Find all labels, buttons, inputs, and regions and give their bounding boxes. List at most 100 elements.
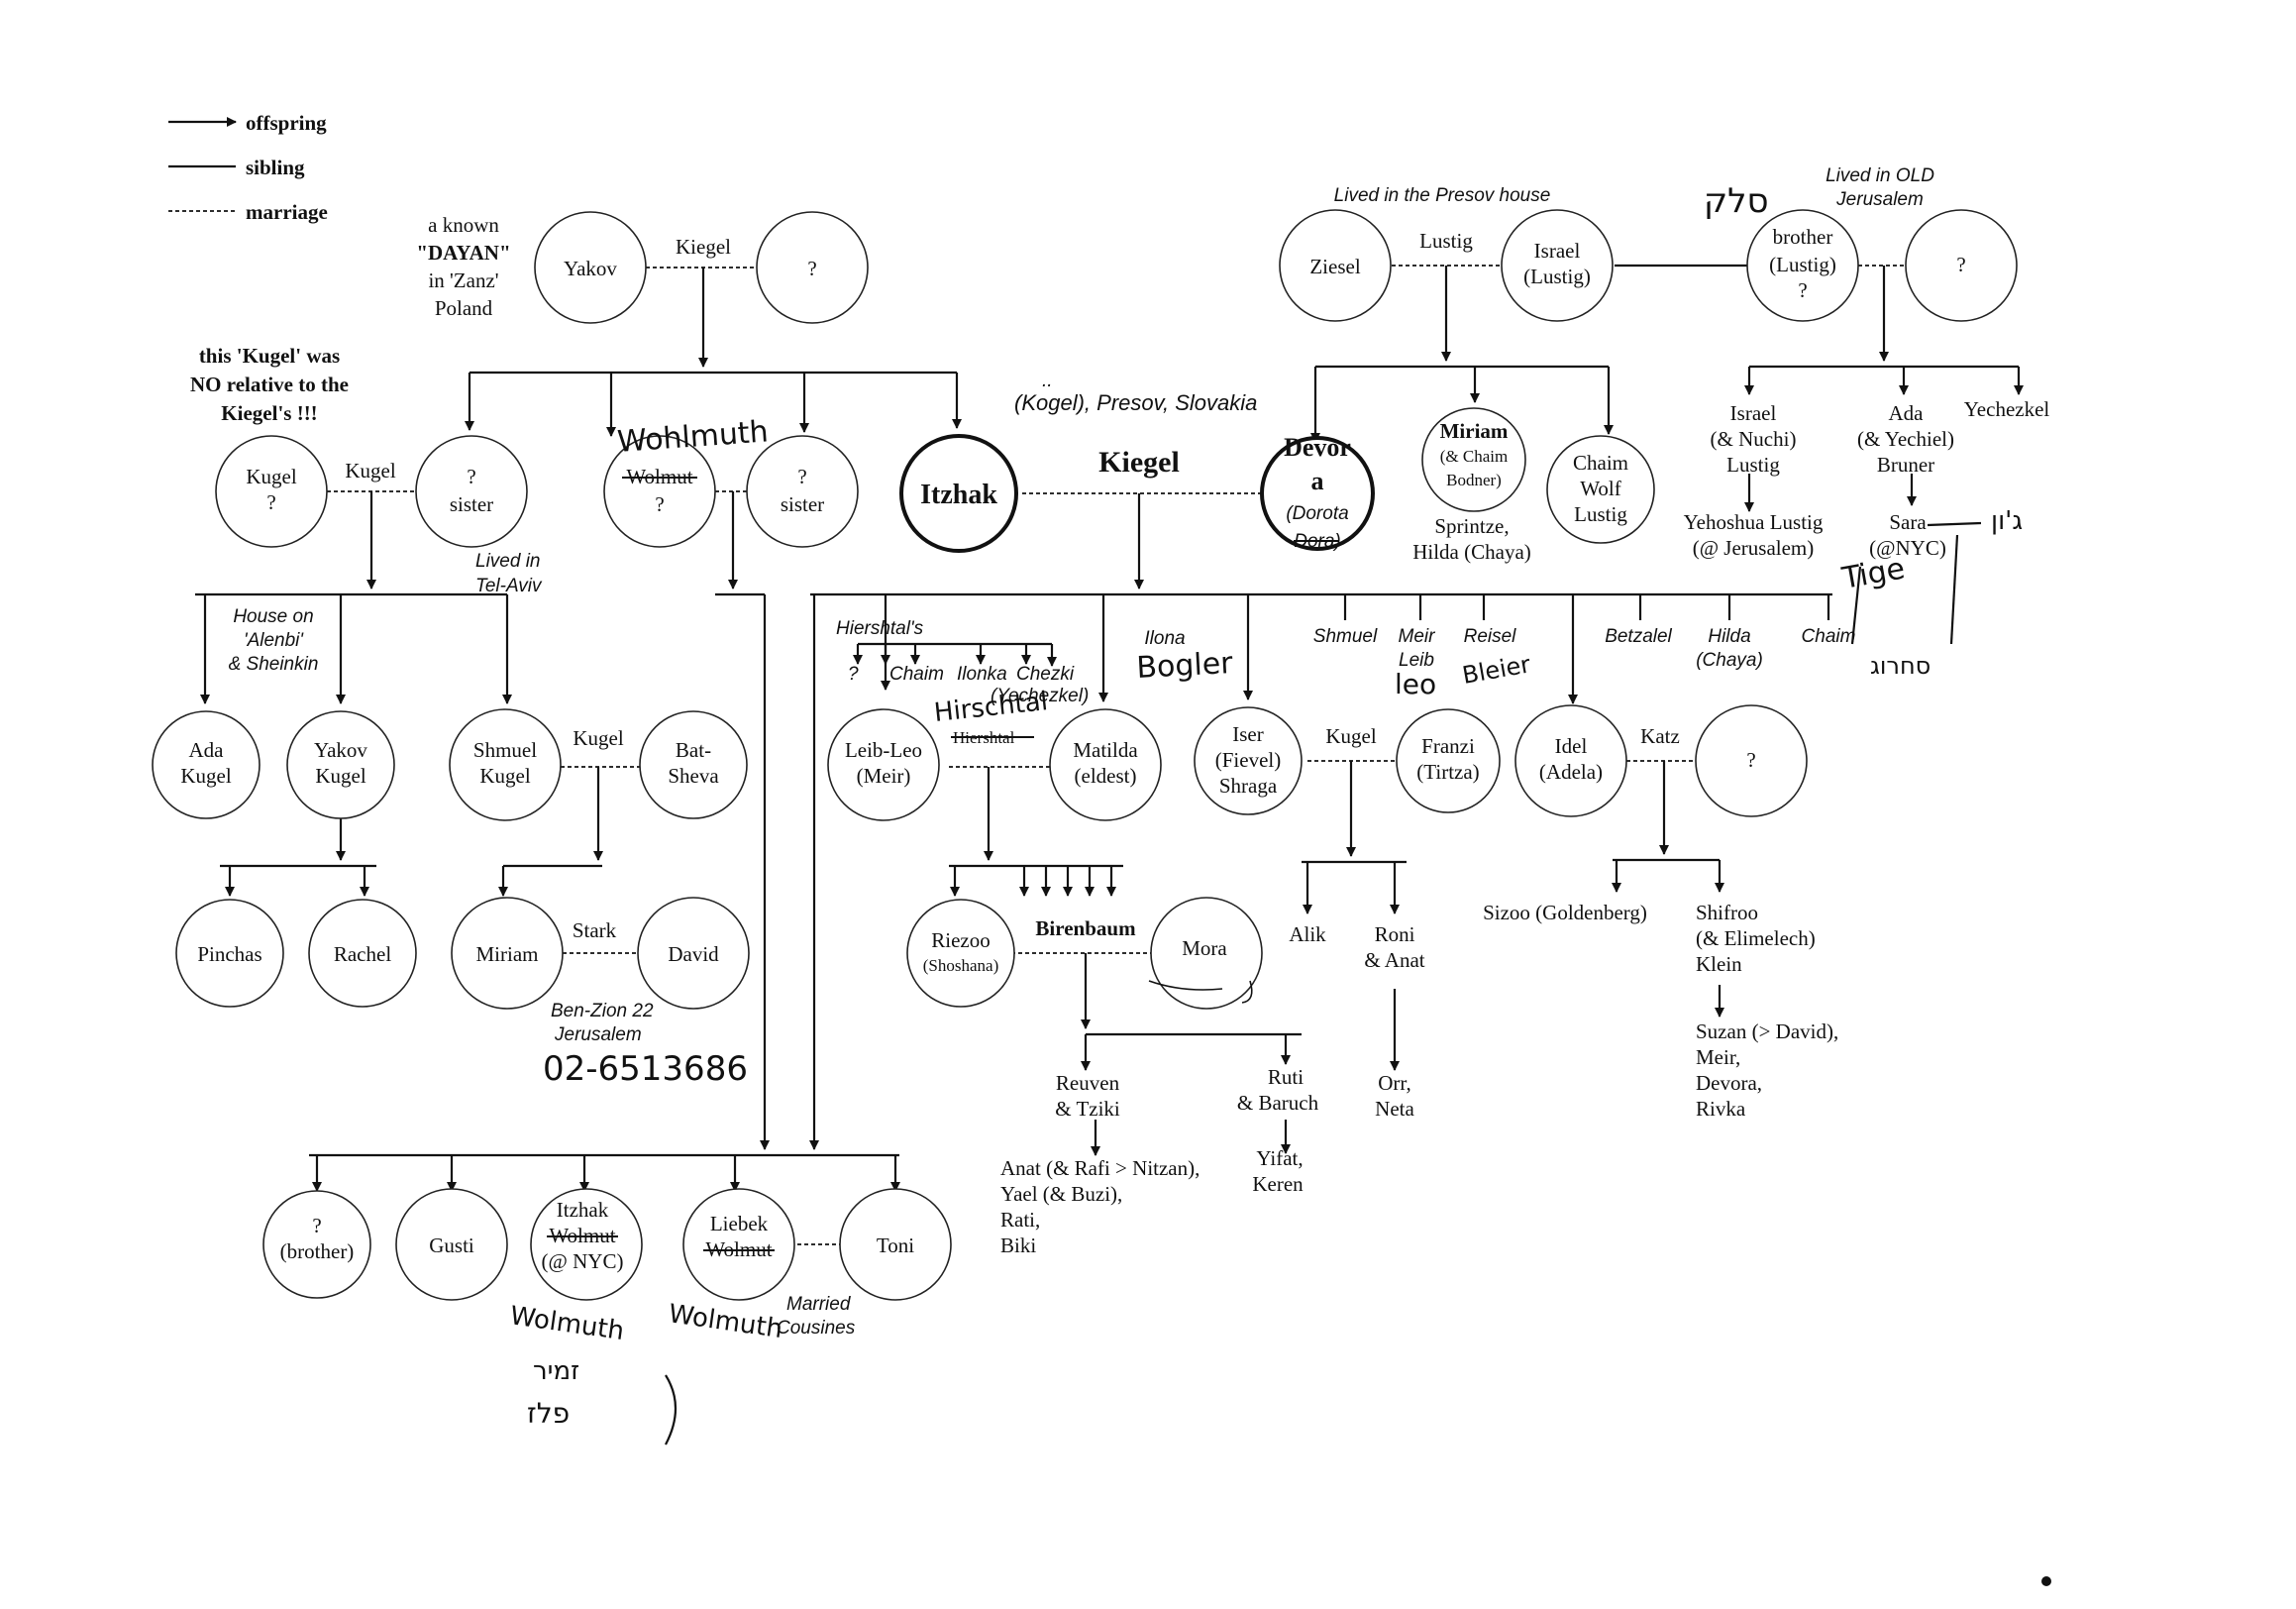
handwriting-wolmuth-a: Wolmuth	[508, 1301, 626, 1346]
label-bat-sheva-line2: Sheva	[668, 764, 719, 788]
note-old-jerusalem-line1: Lived in OLD	[1826, 165, 1934, 186]
node-itzhak-wolmut	[530, 1188, 643, 1301]
label-leib-line1: Leib-Leo	[845, 738, 922, 762]
node-sister-2	[746, 435, 859, 548]
legend-offspring-label: offspring	[246, 111, 327, 135]
legend-marriage-label: marriage	[246, 200, 328, 224]
label-yechezkel: Yechezkel	[1964, 397, 2050, 421]
sibling-meir-line2: Leib	[1399, 650, 1434, 671]
label-david: David	[668, 942, 719, 966]
sibling-chezki-line1: Chezki	[1016, 664, 1075, 685]
label-shifroo-line1: Shifroo	[1696, 901, 1758, 924]
sibling-chaim: Chaim	[1802, 626, 1856, 647]
handwriting-hebrew-sara: ג'ון	[1991, 506, 2023, 536]
surname-kugel-shmuel: Kugel	[573, 726, 623, 750]
handwriting-leo: leo	[1395, 668, 1436, 700]
handwriting-hebrew-bottom-1: זמיר	[533, 1356, 579, 1386]
label-leib-line2: (Meir)	[857, 764, 911, 788]
label-franzi-line1: Franzi	[1421, 734, 1475, 758]
node-yakov-kugel	[286, 710, 395, 819]
label-chaim-line2: Wolf	[1580, 477, 1620, 500]
label-itzhak-wolmut-line1: Itzhak	[557, 1198, 609, 1222]
node-liebek	[682, 1188, 795, 1301]
note-cousins-line2: Cousines	[777, 1318, 856, 1339]
label-mora: Mora	[1182, 936, 1227, 960]
surname-lustig: Lustig	[1419, 229, 1473, 253]
label-brother-line1: brother	[1773, 225, 1833, 249]
label-orr-line2: Neta	[1375, 1097, 1414, 1121]
label-brother-unknown-line2: (brother)	[280, 1239, 355, 1263]
node-itzhak	[899, 434, 1018, 553]
handwriting-hebrew-sara-2: סחרוג	[1870, 652, 1931, 680]
connection-lines	[195, 264, 2024, 1245]
node-david	[637, 897, 750, 1010]
label-anat-line3: Rati,	[1000, 1208, 1040, 1232]
note-kugel-line2: NO relative to the	[190, 373, 349, 396]
handwriting-hebrew-bottom-2: פלז	[527, 1397, 570, 1430]
sibling-chezki-line2: (Yechezkel)	[991, 686, 1089, 706]
label-yehoshua-line2: (@ Jerusalem)	[1693, 536, 1815, 560]
sara-note-dash	[1927, 521, 1982, 527]
label-gusti: Gusti	[429, 1234, 474, 1257]
label-yakov-spouse: ?	[807, 257, 816, 280]
node-miriam-lustig	[1421, 407, 1526, 512]
sibling-reisel: Reisel	[1464, 626, 1517, 647]
node-miriam-stark	[451, 897, 564, 1010]
note-telaviv-line2: Tel-Aviv	[475, 576, 543, 596]
note-cousins-line1: Married	[786, 1294, 852, 1315]
label-shifroo-line2: (& Elimelech)	[1696, 926, 1816, 950]
label-brother-spouse: ?	[1956, 253, 1965, 276]
label-chaim-line1: Chaim	[1573, 451, 1628, 475]
sibling-ilona: Ilona	[1144, 628, 1185, 649]
note-kogel-presov: (Kogel), Presov, Slovakia	[1014, 390, 1257, 415]
label-brother-unknown-line1: ?	[312, 1214, 321, 1237]
note-benzion-line2: Jerusalem	[554, 1024, 642, 1045]
label-sister2-line2: sister	[781, 492, 824, 516]
node-yakov-spouse	[756, 211, 869, 324]
node-idel-spouse	[1695, 704, 1808, 817]
label-yifat-line2: Keren	[1252, 1172, 1304, 1196]
label-israel2-line1: Israel	[1730, 401, 1777, 425]
label-bat-sheva-line1: Bat-	[676, 738, 711, 762]
label-roni-line2: & Anat	[1364, 948, 1424, 972]
label-reuven-line1: Reuven	[1056, 1071, 1120, 1095]
label-riezoo-line2: (Shoshana)	[923, 956, 998, 975]
sibling-betzalel: Betzalel	[1605, 626, 1672, 647]
label-iser-line3: Shraga	[1219, 774, 1278, 798]
label-sara-line1: Sara	[1889, 510, 1927, 534]
label-ruti-line1: Ruti	[1268, 1065, 1304, 1089]
node-ada-kugel	[152, 710, 261, 819]
node-rachel	[308, 899, 417, 1008]
label-miriam-line3: Bodner)	[1446, 471, 1502, 489]
label-israel-line1: Israel	[1534, 239, 1581, 263]
label-israel2-line3: Lustig	[1726, 453, 1780, 477]
sibling-chaim-h: Chaim	[889, 664, 944, 685]
node-wolmut	[603, 435, 716, 548]
label-ada2-line1: Ada	[1889, 401, 1925, 425]
sibling-hiershtals: Hiershtal's	[836, 618, 924, 639]
handwriting-tige: Tige	[1838, 551, 1907, 596]
label-sister2-line1: ?	[797, 465, 806, 488]
label-devora-line1: Devor	[1284, 433, 1351, 462]
note-house-line3: & Sheinkin	[229, 654, 319, 675]
label-ada2-line3: Bruner	[1877, 453, 1934, 477]
label-idel-spouse: ?	[1746, 748, 1755, 772]
node-gusti	[395, 1188, 508, 1301]
sibling-unknown: ?	[848, 664, 859, 685]
legend-sibling-label: sibling	[246, 156, 305, 179]
sibling-ilonka: Ilonka	[957, 664, 1007, 685]
surname-stark: Stark	[573, 918, 617, 942]
label-rachel: Rachel	[334, 942, 391, 966]
node-yakov	[534, 211, 647, 324]
node-bat-sheva	[639, 710, 748, 819]
label-reuven-line2: & Tziki	[1055, 1097, 1120, 1121]
node-franzi	[1396, 708, 1501, 813]
label-miriam-line2: (& Chaim	[1440, 447, 1508, 466]
label-kugel-line2: ?	[266, 490, 275, 514]
label-ada2-line2: (& Yechiel)	[1857, 427, 1954, 451]
label-roni-line1: Roni	[1375, 922, 1415, 946]
label-itzhak-wolmut-line3: (@ NYC)	[542, 1249, 624, 1273]
mora-scribble-tail	[1241, 980, 1253, 1004]
label-sister1-line1: ?	[467, 465, 475, 488]
note-kugel-line3: Kiegel's !!!	[221, 401, 317, 425]
